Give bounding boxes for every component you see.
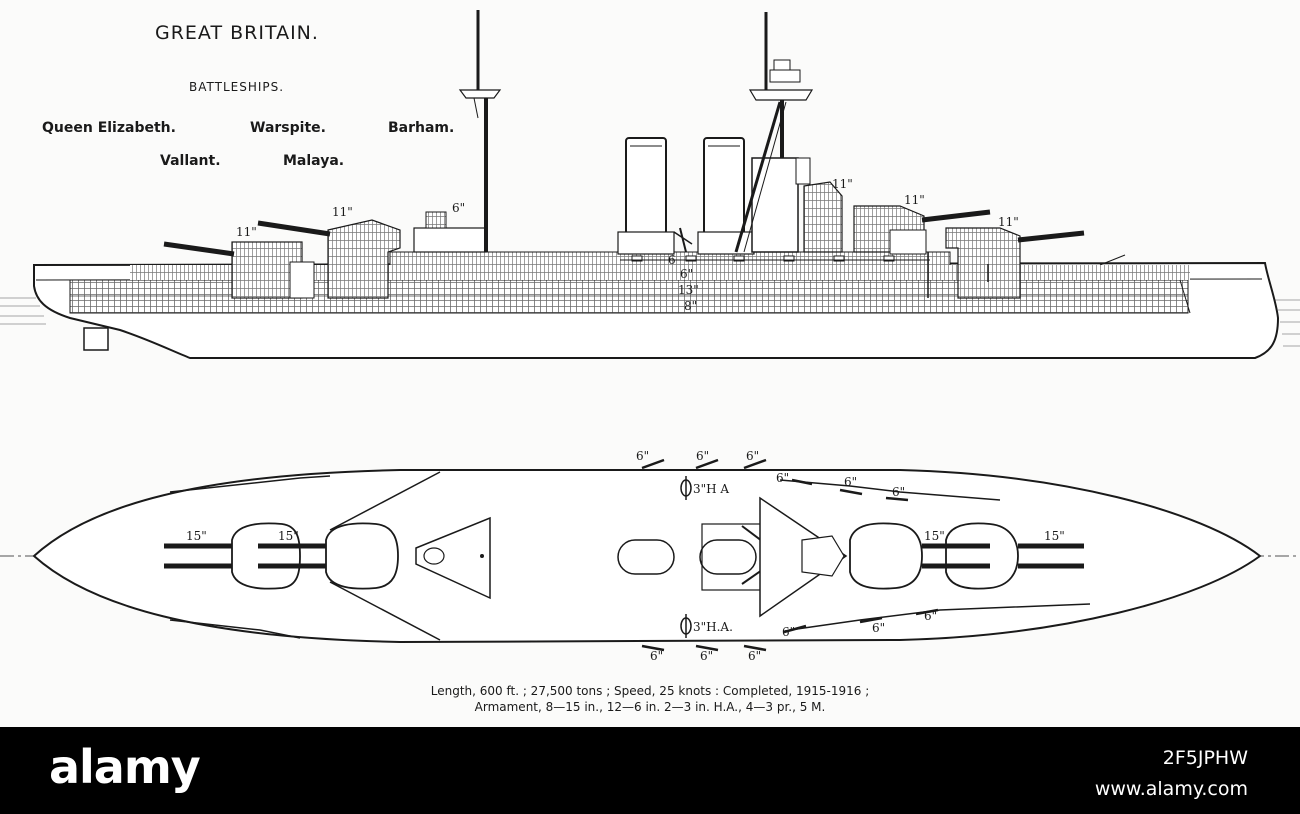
aft-control (415, 516, 491, 600)
image-id: 2F5JPHW (1162, 747, 1248, 769)
ha-gun-bottom (680, 614, 692, 638)
ship-drawing: 11" 11" 6" 11" 11" 11" 6 6" 13" 8" (0, 10, 1300, 663)
plan-label-6-bot-6: 6" (924, 609, 937, 623)
plan-funnel-aft (617, 539, 675, 575)
ship-name: Queen Elizabeth. (42, 120, 176, 136)
plan-label-6-bot-5: 6" (872, 621, 885, 635)
plan-label-6-top-1: 6" (636, 449, 649, 463)
belt-label-8: 8" (684, 299, 697, 313)
alamy-logo: alamy (49, 740, 201, 794)
plan-label-6-bot-2: 6" (700, 649, 713, 663)
profile-label-11-fwd-high: 11" (904, 193, 925, 207)
ship-name: Vallant. (160, 153, 221, 169)
watermark-footer (0, 727, 1300, 814)
ship-name: Barham. (388, 120, 455, 136)
ship-name: Malaya. (283, 153, 345, 169)
plan-label-ha-top: 3"H A (693, 482, 729, 496)
funnel-fwd (703, 137, 745, 235)
conning-tower (803, 181, 843, 253)
plan-label-6-top-3: 6" (746, 449, 759, 463)
aft-gun-low (163, 241, 235, 257)
plan-label-ha-bottom: 3"H.A. (693, 620, 733, 634)
profile-label-6-aft: 6" (452, 201, 465, 215)
plan-label-6-top-5: 6" (844, 475, 857, 489)
specs-line-1: Length, 600 ft. ; 27,500 tons ; Speed, 2… (430, 684, 870, 698)
funnel-aft (625, 137, 667, 235)
ship-name: Warspite. (250, 120, 326, 136)
aft-gun-high (257, 220, 331, 237)
plan-label-15-b: 15" (278, 529, 299, 543)
profile-label-11-fwd-low: 11" (998, 215, 1019, 229)
profile-label-11-aft-low: 11" (236, 225, 257, 239)
country-title: GREAT BRITAIN. (155, 22, 319, 44)
fore-turret-a (945, 227, 1021, 299)
plate: 11" 11" 6" 11" 11" 11" 6 6" 13" 8" (0, 10, 1300, 714)
profile-label-11-fwd-mid: 11" (832, 177, 853, 191)
turret-y (325, 522, 399, 590)
side-profile: 11" 11" 6" 11" 11" 11" 6 6" 13" 8" (0, 10, 1300, 359)
turret-b (849, 522, 923, 590)
plan-label-6-top-2: 6" (696, 449, 709, 463)
site-url: www.alamy.com (1094, 778, 1248, 800)
class-title: BATTLESHIPS. (189, 80, 285, 94)
belt-label-6-upper: 6 (668, 253, 676, 267)
specs-line-2: Armament, 8—15 in., 12—6 in. 2—3 in. H.A… (474, 700, 826, 714)
plan-label-6-bot-3: 6" (748, 649, 761, 663)
plan-label-15-d: 15" (1044, 529, 1065, 543)
plan-label-6-top-6: 6" (892, 485, 905, 499)
turret-x (231, 522, 301, 590)
secondary-ports (631, 255, 895, 262)
water-lines (0, 297, 1300, 347)
turret-a (945, 522, 1019, 590)
plan-label-6-bot-1: 6" (650, 649, 663, 663)
plan-label-6-top-4: 6" (776, 471, 789, 485)
plan-label-6-bot-4: 6" (782, 625, 795, 639)
rudder (83, 327, 109, 351)
fore-gun-low (1017, 230, 1085, 243)
fore-gun-high (921, 209, 991, 223)
belt-label-13: 13" (678, 283, 699, 297)
plan-view: 15" 15" 15" 15" 3"H A 3"H.A. 6" 6" 6" 6"… (0, 449, 1300, 663)
aft-turret-y (327, 219, 401, 299)
plan-funnel-fwd (699, 539, 757, 575)
belt-label-6-lower: 6" (680, 267, 693, 281)
plan-label-15-a: 15" (186, 529, 207, 543)
ha-gun-top (680, 476, 692, 500)
profile-label-11-aft-high: 11" (332, 205, 353, 219)
plan-label-15-c: 15" (924, 529, 945, 543)
